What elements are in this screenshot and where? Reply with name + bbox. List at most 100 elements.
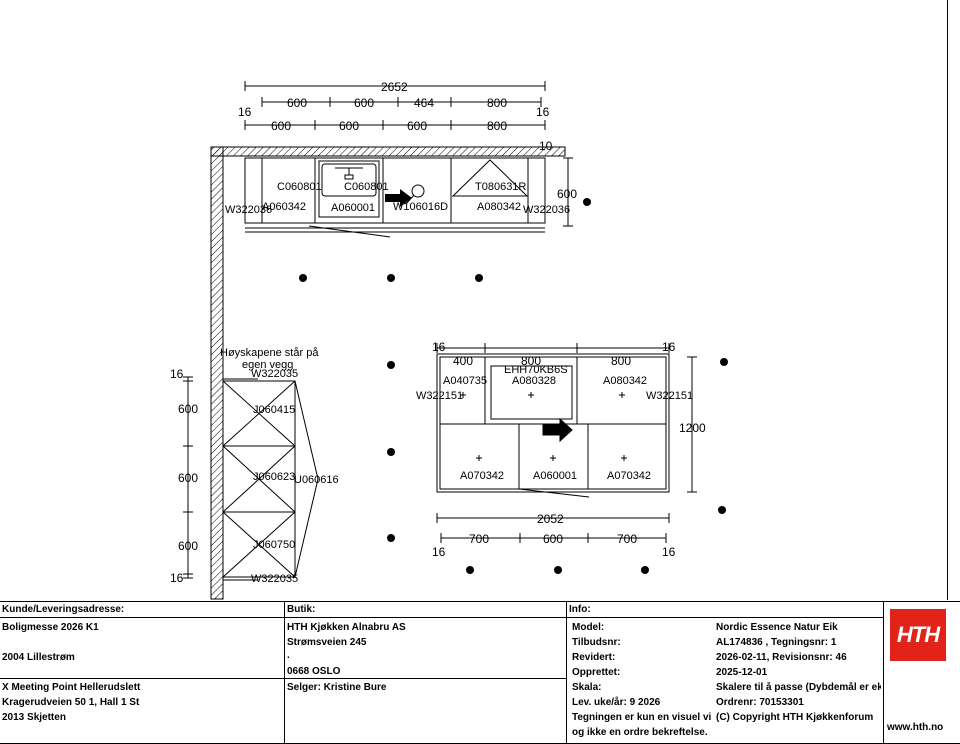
label-upper-1: C060801 <box>277 181 322 193</box>
info-label: Model: <box>572 622 605 633</box>
label-island-back-3: A080342 <box>603 375 647 387</box>
info-value: (C) Copyright HTH Kjøkkenforum <box>716 712 874 723</box>
info-header: Info: <box>569 604 591 615</box>
shop-name: HTH Kjøkken Alnabru AS <box>287 622 406 633</box>
label-island-back-2: A080328 <box>512 375 556 387</box>
label-base-3: A080342 <box>477 201 521 213</box>
dim-island-edge-left: 16 <box>432 340 446 354</box>
customer-line4: Kragerudveien 50 1, Hall 1 St <box>2 697 140 708</box>
label-panel-right: W322036 <box>523 204 570 216</box>
dim-top2-3: 600 <box>407 119 427 133</box>
label-hob: EHH70KB6S <box>504 364 568 376</box>
back-wall-run <box>244 157 546 238</box>
dim-tall-2: 600 <box>178 402 198 416</box>
island <box>436 343 697 543</box>
customer-line1: Boligmesse 2026 K1 <box>2 622 99 633</box>
info-value: Skalere til å passe (Dybdemål er ek <box>716 682 881 693</box>
dim-island-top-2: 800 <box>521 354 541 368</box>
shop-seller: Selger: Kristine Bure <box>287 682 387 693</box>
info-label: og ikke en ordre bekreftelse. <box>572 727 708 738</box>
label-base-2: A060001 <box>331 202 375 214</box>
info-label: Revidert: <box>572 652 616 663</box>
dim-tall-1: 16 <box>170 367 184 381</box>
info-label: Tilbudsnr: <box>572 637 621 648</box>
tall-note-line1: Høyskapene står på <box>220 347 319 359</box>
dim-island-bottom-3: 700 <box>617 532 637 546</box>
info-value: Ordrenr: 70153301 <box>716 697 804 708</box>
label-base-1: A060342 <box>262 201 306 213</box>
dim-island-overall: 2052 <box>537 512 564 526</box>
label-island-back-1: A040735 <box>443 375 487 387</box>
drawing-frame-right <box>947 0 948 600</box>
info-label: Opprettet: <box>572 667 621 678</box>
customer-line5: 2013 Skjetten <box>2 712 66 723</box>
label-island-front-1: A070342 <box>460 470 504 482</box>
dim-top1-2: 600 <box>354 96 374 110</box>
kitchen-floor-plan: 2652 600 600 464 800 16 16 600 600 600 8… <box>170 80 728 600</box>
customer-header: Kunde/Leveringsadresse: <box>2 604 125 615</box>
label-island-panel-left: W322151 <box>416 390 463 402</box>
label-tall-top-panel: W322035 <box>251 368 298 380</box>
dim-tall-4: 600 <box>178 539 198 553</box>
label-island-panel-right: W322151 <box>646 390 693 402</box>
divider <box>883 602 884 743</box>
label-tall-cab-2: J060623 <box>253 471 295 483</box>
island-arrow-icon <box>542 417 573 443</box>
dim-edge-right: 16 <box>536 105 550 119</box>
dim-island-bottom-edge-left: 16 <box>432 545 446 559</box>
dim-top2-2: 600 <box>339 119 359 133</box>
info-label: Lev. uke/år: 9 2026 <box>572 697 661 708</box>
dim-island-bottom-1: 700 <box>469 532 489 546</box>
sink-arrow-icon <box>385 189 412 207</box>
label-panel-left: W322036 <box>225 204 272 216</box>
dim-island-top-3: 800 <box>611 354 631 368</box>
dim-island-depth: 1200 <box>679 421 706 435</box>
shop-city: 0668 OSLO <box>287 666 341 677</box>
hth-logo: HTH <box>890 609 946 661</box>
tall-cabinet-run <box>183 376 319 581</box>
website-link[interactable]: www.hth.no <box>887 722 944 733</box>
label-tall-cab-1: J060415 <box>253 404 295 416</box>
customer-line3: X Meeting Point Hellerudslett <box>2 682 141 693</box>
title-block: Kunde/Leveringsadresse: Boligmesse 2026 … <box>0 601 960 744</box>
divider <box>0 678 566 679</box>
logo-text: HTH <box>896 622 940 647</box>
label-corner-top: T080631R <box>475 181 526 193</box>
dim-top1-3: 464 <box>414 96 434 110</box>
dim-island-top-1: 400 <box>453 354 473 368</box>
label-tall-cab-3: J060750 <box>253 539 295 551</box>
ceiling-spots <box>299 198 728 574</box>
info-label: Tegningen er kun en visuel vi <box>572 712 712 723</box>
top-dimensions <box>244 81 573 227</box>
info-value: 2025-12-01 <box>716 667 768 678</box>
dim-top1-1: 600 <box>287 96 307 110</box>
dim-island-edge-right: 16 <box>662 340 676 354</box>
dim-corner: 10 <box>539 139 553 153</box>
divider <box>566 602 567 743</box>
shop-dot: . <box>287 650 290 661</box>
divider <box>0 617 883 618</box>
label-upper-2: C060801 <box>344 181 389 193</box>
info-value: Nordic Essence Natur Eik <box>716 622 838 633</box>
dim-island-bottom-2: 600 <box>543 532 563 546</box>
walls <box>210 146 566 600</box>
info-value: AL174836 , Tegningsnr: 1 <box>716 637 837 648</box>
dim-overall-top: 2652 <box>381 80 408 94</box>
info-value: 2026-02-11, Revisionsnr: 46 <box>716 652 847 663</box>
label-island-front-3: A070342 <box>607 470 651 482</box>
shop-header: Butik: <box>287 604 316 615</box>
divider <box>284 602 285 743</box>
info-label: Skala: <box>572 682 602 693</box>
tall-note-line2: egen vegg <box>242 359 293 371</box>
label-island-front-2: A060001 <box>533 470 577 482</box>
shop-street: Strømsveien 245 <box>287 637 367 648</box>
label-tall-bottom-panel: W322035 <box>251 573 298 585</box>
label-sink-unit: W106016D <box>393 201 448 213</box>
customer-line2: 2004 Lillestrøm <box>2 652 75 663</box>
dim-tall-3: 600 <box>178 471 198 485</box>
label-tall-side: U060616 <box>294 474 339 486</box>
dim-depth: 600 <box>557 187 577 201</box>
dim-island-bottom-edge-right: 16 <box>662 545 676 559</box>
dim-top2-1: 600 <box>271 119 291 133</box>
dim-tall-5: 16 <box>170 571 184 585</box>
